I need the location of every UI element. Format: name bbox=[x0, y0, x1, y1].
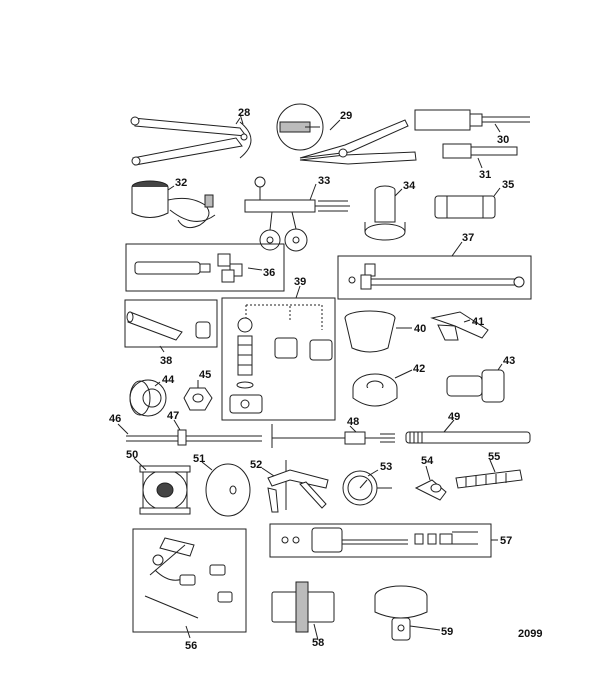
callout-47: 47 bbox=[167, 410, 179, 422]
kit-38-box bbox=[124, 299, 218, 348]
kit-37-part bbox=[348, 263, 525, 290]
tool-31-part bbox=[442, 143, 518, 159]
kit-38-part bbox=[126, 311, 211, 341]
driver-43-part bbox=[446, 369, 505, 403]
kit-36-part bbox=[134, 253, 243, 283]
callout-29: 29 bbox=[340, 110, 352, 122]
driver-35-part bbox=[434, 195, 496, 219]
kit-36-box bbox=[125, 243, 285, 292]
bar-49-part bbox=[405, 431, 531, 444]
callout-48: 48 bbox=[347, 416, 359, 428]
callout-labels: 28 29 30 31 32 33 34 35 36 37 38 39 40 4… bbox=[109, 107, 515, 652]
callout-45: 45 bbox=[199, 369, 211, 381]
kit-37-box bbox=[337, 255, 532, 300]
callout-50: 50 bbox=[126, 449, 138, 461]
callout-34: 34 bbox=[403, 180, 416, 192]
driver-59-part bbox=[374, 585, 428, 641]
tool-30-part bbox=[414, 109, 530, 131]
cup-40-part bbox=[344, 310, 396, 353]
bearing-44-part bbox=[129, 379, 167, 417]
coupler-58-part bbox=[271, 581, 335, 633]
callout-49: 49 bbox=[448, 411, 460, 423]
callout-38: 38 bbox=[160, 355, 172, 367]
callout-33: 33 bbox=[318, 175, 330, 187]
callout-43: 43 bbox=[503, 355, 515, 367]
puller-52-part bbox=[267, 460, 329, 513]
callout-56: 56 bbox=[185, 640, 197, 652]
leader-lines bbox=[117, 117, 503, 641]
figure-number: 2099 bbox=[518, 628, 542, 640]
callout-39: 39 bbox=[294, 276, 306, 288]
callout-57: 57 bbox=[500, 535, 512, 547]
kit-39-box bbox=[221, 297, 336, 421]
ring-42-part bbox=[352, 373, 398, 407]
callout-52: 52 bbox=[250, 459, 262, 471]
callout-41: 41 bbox=[472, 316, 484, 328]
snap-ring-pliers-part bbox=[276, 103, 417, 165]
callout-55: 55 bbox=[488, 451, 500, 463]
callout-54: 54 bbox=[421, 455, 434, 467]
callout-30: 30 bbox=[497, 134, 509, 146]
callout-44: 44 bbox=[162, 374, 175, 386]
clamp-41-part bbox=[430, 311, 489, 341]
bearing-installer-34-part bbox=[364, 185, 406, 241]
kit-56-part bbox=[144, 537, 233, 619]
plate-51-part bbox=[205, 463, 251, 517]
callout-35: 35 bbox=[502, 179, 514, 191]
callout-53: 53 bbox=[380, 461, 392, 473]
callout-37: 37 bbox=[462, 232, 474, 244]
nut-45-part bbox=[183, 387, 213, 411]
kit-39-part bbox=[229, 304, 333, 414]
callout-31: 31 bbox=[479, 169, 491, 181]
shaft-46-47-part bbox=[126, 429, 262, 446]
spanner-wrench-part bbox=[130, 113, 252, 166]
callout-58: 58 bbox=[312, 637, 324, 649]
callout-51: 51 bbox=[193, 453, 205, 465]
threaded-rod-55-part bbox=[455, 469, 523, 489]
kit-56-box bbox=[132, 528, 247, 633]
bearing-separator-50-part bbox=[139, 465, 191, 515]
callout-46: 46 bbox=[109, 413, 121, 425]
probe-48-part bbox=[271, 424, 395, 448]
clamp-54-part bbox=[414, 479, 447, 501]
callout-42: 42 bbox=[413, 363, 425, 375]
timing-light-part bbox=[131, 180, 216, 229]
callout-36: 36 bbox=[263, 267, 275, 279]
dial-gauge-53-part bbox=[342, 470, 392, 506]
callout-32: 32 bbox=[175, 177, 187, 189]
flywheel-holder-part bbox=[244, 176, 350, 252]
callout-40: 40 bbox=[414, 323, 426, 335]
kit-57-part bbox=[281, 527, 478, 553]
callout-59: 59 bbox=[441, 626, 453, 638]
callout-28: 28 bbox=[238, 107, 250, 119]
